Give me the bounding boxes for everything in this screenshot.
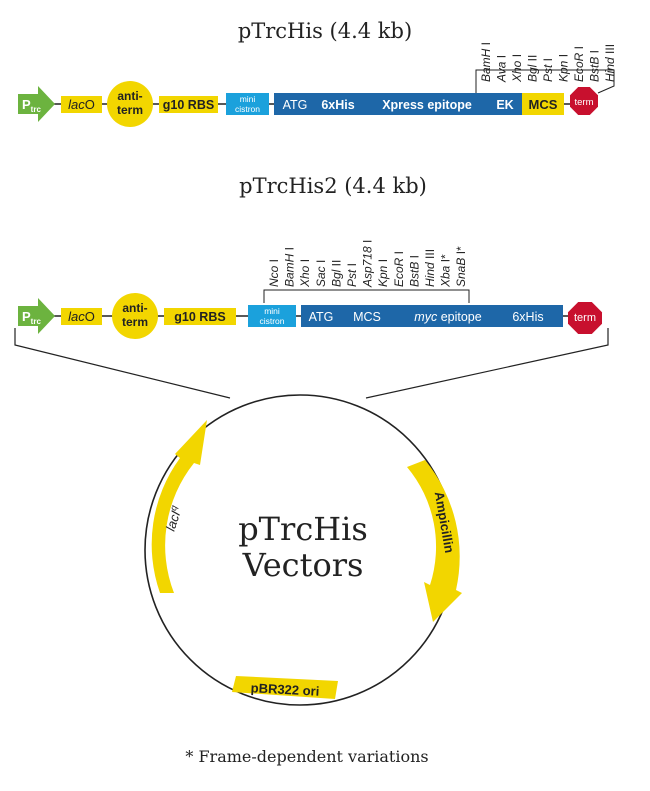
svg-text:anti-: anti- [117, 89, 142, 103]
map1-site-2: Xho I [510, 54, 524, 83]
map2-site-8: EcoR I [392, 251, 406, 287]
svg-text:term: term [574, 312, 596, 324]
map1-atg: ATG [283, 98, 308, 112]
map2-minicistron: mini cistron [248, 305, 296, 327]
map1-antiterm: anti- term [107, 81, 153, 127]
svg-text:term: term [575, 97, 594, 108]
connector-right [365, 328, 609, 399]
laciq-arrow [151, 420, 207, 593]
map2-rbs: g10 RBS [164, 308, 236, 325]
map2-terminator: term [568, 302, 602, 334]
map2-site-1: BamH I [283, 247, 297, 287]
map1-6xhis: 6xHis [321, 98, 354, 112]
map2-site-0: Nco I [267, 259, 281, 287]
map1-laco: lacO [61, 96, 102, 113]
map2-coding-block: ATG MCS myc epitope 6xHis [301, 305, 563, 327]
svg-text:MCS: MCS [529, 97, 558, 112]
map2-promoter: Ptrc [18, 298, 55, 334]
svg-text:mini: mini [240, 94, 256, 104]
map2-site-3: Sac I [314, 260, 328, 287]
map1-promoter-arrow [18, 86, 55, 122]
map1-rbs: g10 RBS [159, 96, 218, 113]
laciq-label: lacIq [162, 504, 185, 533]
map2-site-4: Bgl II [329, 260, 343, 287]
map2-site-5: Pst I [345, 263, 359, 287]
map1-site-6: EcoR I [572, 46, 586, 82]
map1-ek: EK [496, 98, 513, 112]
map2-laco: lacO [61, 308, 102, 325]
svg-text:Ptrc: Ptrc [22, 97, 41, 114]
map2-atg: ATG [309, 310, 334, 324]
map-ptrchis: pTrcHis (4.4 kb) Ptrc lacO anti- term g1… [18, 19, 617, 127]
map1-site-0: BamH I [479, 42, 493, 82]
map2-mcs-bracket [263, 289, 470, 303]
map2-antiterm: anti- term [112, 293, 158, 339]
map1-mcs: MCS [522, 93, 564, 115]
map2-site-7: Kpn I [376, 259, 390, 287]
svg-text:mini: mini [264, 306, 280, 316]
plasmid-name-line2: Vectors [242, 546, 364, 584]
map1-coding-block: ATG 6xHis Xpress epitope EK [274, 93, 522, 115]
svg-text:cistron: cistron [259, 316, 284, 326]
map2-title: pTrcHis2 (4.4 kb) [239, 174, 427, 198]
svg-text:term: term [122, 315, 148, 329]
map2-promoter-arrow [18, 298, 55, 334]
map1-mcs-bracket [475, 69, 615, 94]
map1-terminator: term [570, 87, 598, 115]
map-ptrchis2: pTrcHis2 (4.4 kb) Ptrc lacO anti- term g… [18, 174, 602, 339]
svg-text:term: term [117, 103, 143, 117]
map1-promoter: Ptrc [18, 86, 55, 122]
connector-left [14, 328, 231, 399]
svg-text:g10 RBS: g10 RBS [163, 98, 214, 112]
map1-site-4: Pst I [541, 58, 555, 82]
svg-text:lacO: lacO [68, 309, 95, 324]
svg-text:Ptrc: Ptrc [22, 309, 41, 326]
map2-site-2: Xho I [298, 259, 312, 288]
ori-box [232, 676, 338, 699]
plasmid-name-line1: pTrcHis [238, 510, 368, 548]
map2-site-12: SnaB I* [454, 246, 468, 287]
plasmid-map: lacIq Ampicillin pBR322 ori pTrcHis Vect… [14, 328, 609, 706]
map2-site-6: Asp718 I [361, 240, 375, 288]
map1-xpress-epitope: Xpress epitope [382, 98, 472, 112]
svg-text:g10 RBS: g10 RBS [174, 310, 225, 324]
map2-site-9: BstB I [407, 255, 421, 287]
map1-site-8: Hind III [603, 44, 617, 82]
map2-mcs: MCS [353, 310, 381, 324]
svg-text:anti-: anti- [122, 301, 147, 315]
map1-minicistron: mini cistron [226, 93, 269, 115]
map2-site-10: Hind III [423, 249, 437, 287]
map2-6xhis: 6xHis [512, 310, 543, 324]
map1-site-3: Bgl II [526, 55, 540, 82]
map1-title: pTrcHis (4.4 kb) [238, 19, 412, 43]
map1-site-7: BstB I [588, 50, 602, 82]
ori-label: pBR322 ori [250, 680, 319, 699]
map2-myc-epitope: myc epitope [414, 310, 481, 324]
map1-site-1: Ava I [495, 55, 509, 83]
ampicillin-arrow [407, 460, 462, 622]
svg-text:lacO: lacO [68, 97, 95, 112]
map2-site-11: Xba I* [439, 254, 453, 288]
svg-text:cistron: cistron [235, 104, 260, 114]
footnote: * Frame-dependent variations [185, 747, 428, 766]
map1-site-5: Kpn I [557, 54, 571, 82]
